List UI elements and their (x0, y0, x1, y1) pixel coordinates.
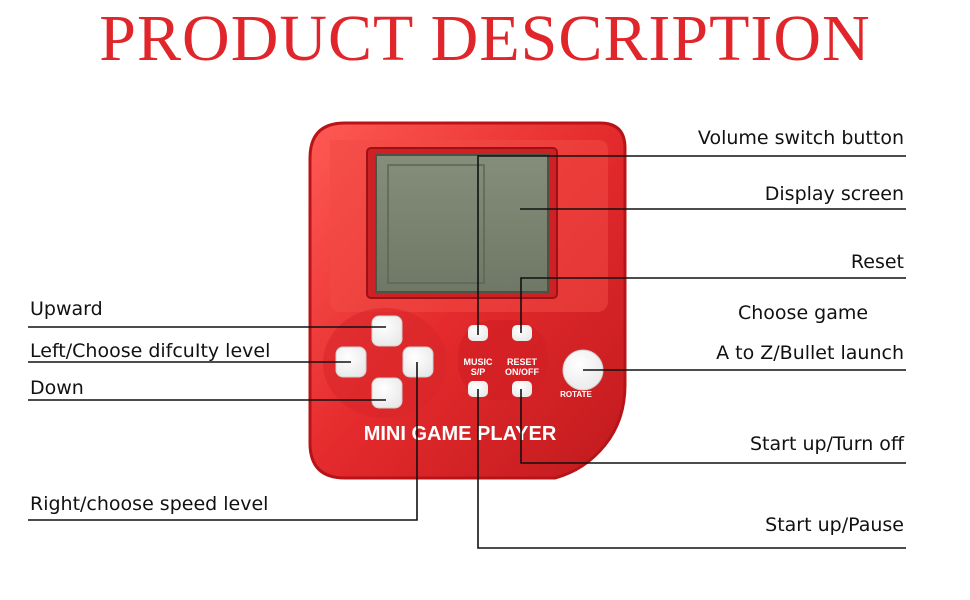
onoff-button (512, 381, 532, 397)
sp-text: S/P (471, 367, 486, 377)
label-a-to-z: A to Z/Bullet launch (716, 342, 904, 364)
dpad-down (371, 377, 403, 409)
sp-button (468, 381, 488, 397)
label-start-turn-off: Start up/Turn off (750, 433, 904, 455)
rotate-text: ROTATE (560, 390, 592, 399)
dpad-left (335, 346, 367, 378)
label-start-pause: Start up/Pause (765, 514, 904, 536)
reset-text: RESET (507, 357, 538, 367)
label-down: Down (30, 377, 84, 399)
label-display-screen: Display screen (764, 183, 904, 205)
page-title: PRODUCT DESCRIPTION (99, 2, 871, 75)
onoff-text: ON/OFF (505, 367, 539, 377)
display-screen (375, 154, 549, 293)
music-text: MUSIC (464, 357, 494, 367)
music-button (468, 325, 488, 341)
label-upward: Upward (30, 298, 103, 320)
label-left-difficulty: Left/Choose difcuIty level (30, 340, 271, 362)
dpad-right (402, 346, 434, 378)
label-volume-switch: Volume switch button (697, 127, 904, 149)
dpad-up (371, 315, 403, 347)
reset-button (512, 325, 532, 341)
brand-text: MINI GAME PLAYER (364, 423, 557, 445)
rotate-button (562, 349, 604, 391)
label-reset: Reset (850, 251, 904, 273)
label-choose-game: Choose game (738, 302, 869, 324)
label-right-speed: Right/choose speed level (30, 493, 269, 515)
